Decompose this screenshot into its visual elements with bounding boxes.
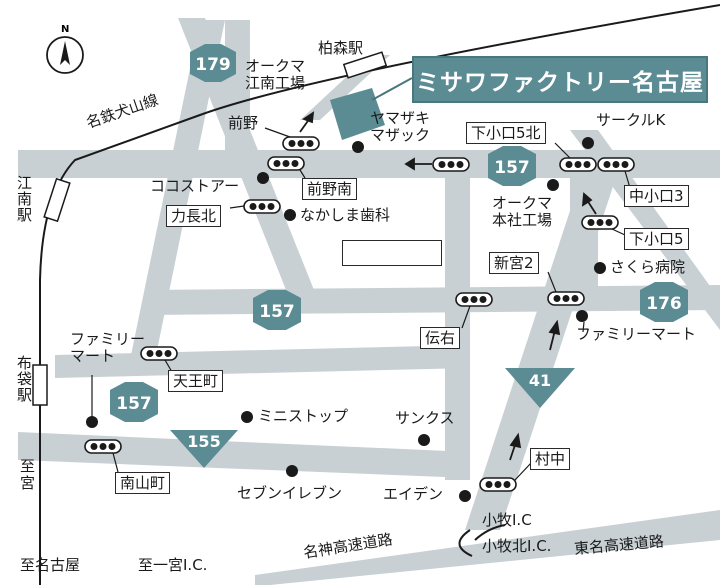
landmark-dots [86, 137, 606, 502]
compass-n-label: N [61, 24, 70, 35]
ic-komaki: 小牧I.C [482, 511, 532, 529]
station-konan-platform [43, 177, 71, 223]
intersection-rikinagakita: 力長北 [166, 205, 222, 227]
route-157-top-number: 157 [494, 158, 530, 178]
route-157-mid-number: 157 [259, 302, 295, 322]
signal-maenominami [267, 156, 305, 171]
direction-ichinomiya: 至 宮 [20, 457, 36, 493]
route-157-left-shield [110, 382, 158, 422]
signal-denu [455, 292, 493, 307]
road-maeno-diagonal [178, 18, 320, 305]
signal-tennocho [140, 346, 178, 361]
label-familymart-left: ファミリー マート [70, 330, 146, 366]
route-157-top-shield [488, 146, 536, 186]
label-nakashima: なかしま歯科 [300, 206, 391, 224]
intersection-shimokoguchi5: 下小口5 [624, 228, 689, 250]
signal-route157-east [432, 157, 470, 172]
signal-muranaka [479, 477, 517, 492]
signal-nakakoguchi3 [597, 157, 635, 172]
label-okuma-honsha: オークマ 本社工場 [492, 194, 553, 230]
blank-label-box [342, 240, 442, 266]
signal-shimokoguchi5 [581, 215, 619, 230]
label-okuma-konan: オークマ 江南工場 [245, 57, 306, 93]
compass-icon [46, 36, 84, 74]
label-ministop: ミニストップ [258, 407, 349, 425]
station-konan: 江南駅 [15, 175, 33, 223]
label-sunkus: サンクス [395, 409, 455, 427]
expressway-meishin [255, 510, 720, 585]
route-41-number: 41 [529, 371, 551, 390]
factory-leader [371, 77, 413, 101]
label-cocostore: ココストアー [150, 177, 240, 195]
route-176-number: 176 [646, 294, 682, 314]
signal-minamiyamacho [84, 439, 122, 454]
label-yamazaki: ヤマザキ マザック [370, 109, 431, 145]
label-seven: セブンイレブン [237, 484, 343, 502]
station-hotei: 布袋駅 [15, 355, 33, 403]
signal-shimokoguchi5kita [559, 157, 597, 172]
intersection-maenominami: 前野南 [302, 178, 358, 200]
route-176-shield [640, 282, 688, 322]
intersection-denu: 伝右 [420, 327, 461, 349]
direction-nagoya: 至名古屋 [20, 556, 81, 574]
factory-site [330, 88, 385, 140]
route-155-shield [170, 430, 238, 468]
signal-shingu2 [547, 291, 585, 306]
station-hotei-platform [32, 364, 48, 406]
interchange-komaki [458, 529, 473, 557]
intersection-maeno: 前野 [228, 114, 259, 132]
signal-maeno [282, 136, 320, 151]
ic-ichinomiya: 至一宮I.C. [138, 556, 208, 574]
road-176-horizontal [145, 285, 720, 315]
road-tennocho-diagonal [130, 20, 225, 360]
route-41-shield [505, 368, 575, 408]
intersection-nakakoguchi3: 中小口3 [624, 185, 689, 207]
label-familymart-right: ファミリーマート [576, 325, 697, 343]
route-155-number: 155 [187, 432, 220, 451]
intersection-shingu2: 新宮2 [489, 252, 539, 274]
route-157-mid-shield [253, 290, 301, 330]
leader-lines [91, 127, 631, 481]
ic-komakikita: 小牧北I.C. [482, 537, 552, 555]
route-157-left-number: 157 [116, 394, 152, 414]
road-155-horizontal [18, 432, 470, 478]
intersection-muranaka: 村中 [530, 448, 571, 470]
interchange-komakikita [474, 524, 506, 541]
station-kashimori: 柏森駅 [318, 39, 364, 57]
label-sakura: さくら病院 [610, 258, 686, 276]
signal-rikinagakita [243, 199, 281, 214]
intersection-minamiyamacho: 南山町 [115, 472, 171, 494]
intersection-tennocho: 天王町 [168, 370, 224, 392]
intersection-shimokoguchi5kita: 下小口5北 [466, 122, 546, 144]
map-title: ミサワファクトリー名古屋 [412, 56, 708, 103]
label-circle-k: サークルK [596, 111, 666, 129]
station-kashimori-platform [342, 51, 388, 79]
label-eiden: エイデン [383, 485, 444, 503]
route-179-shield [190, 44, 236, 82]
route-179-number: 179 [195, 55, 231, 75]
direction-arrows [299, 111, 597, 461]
